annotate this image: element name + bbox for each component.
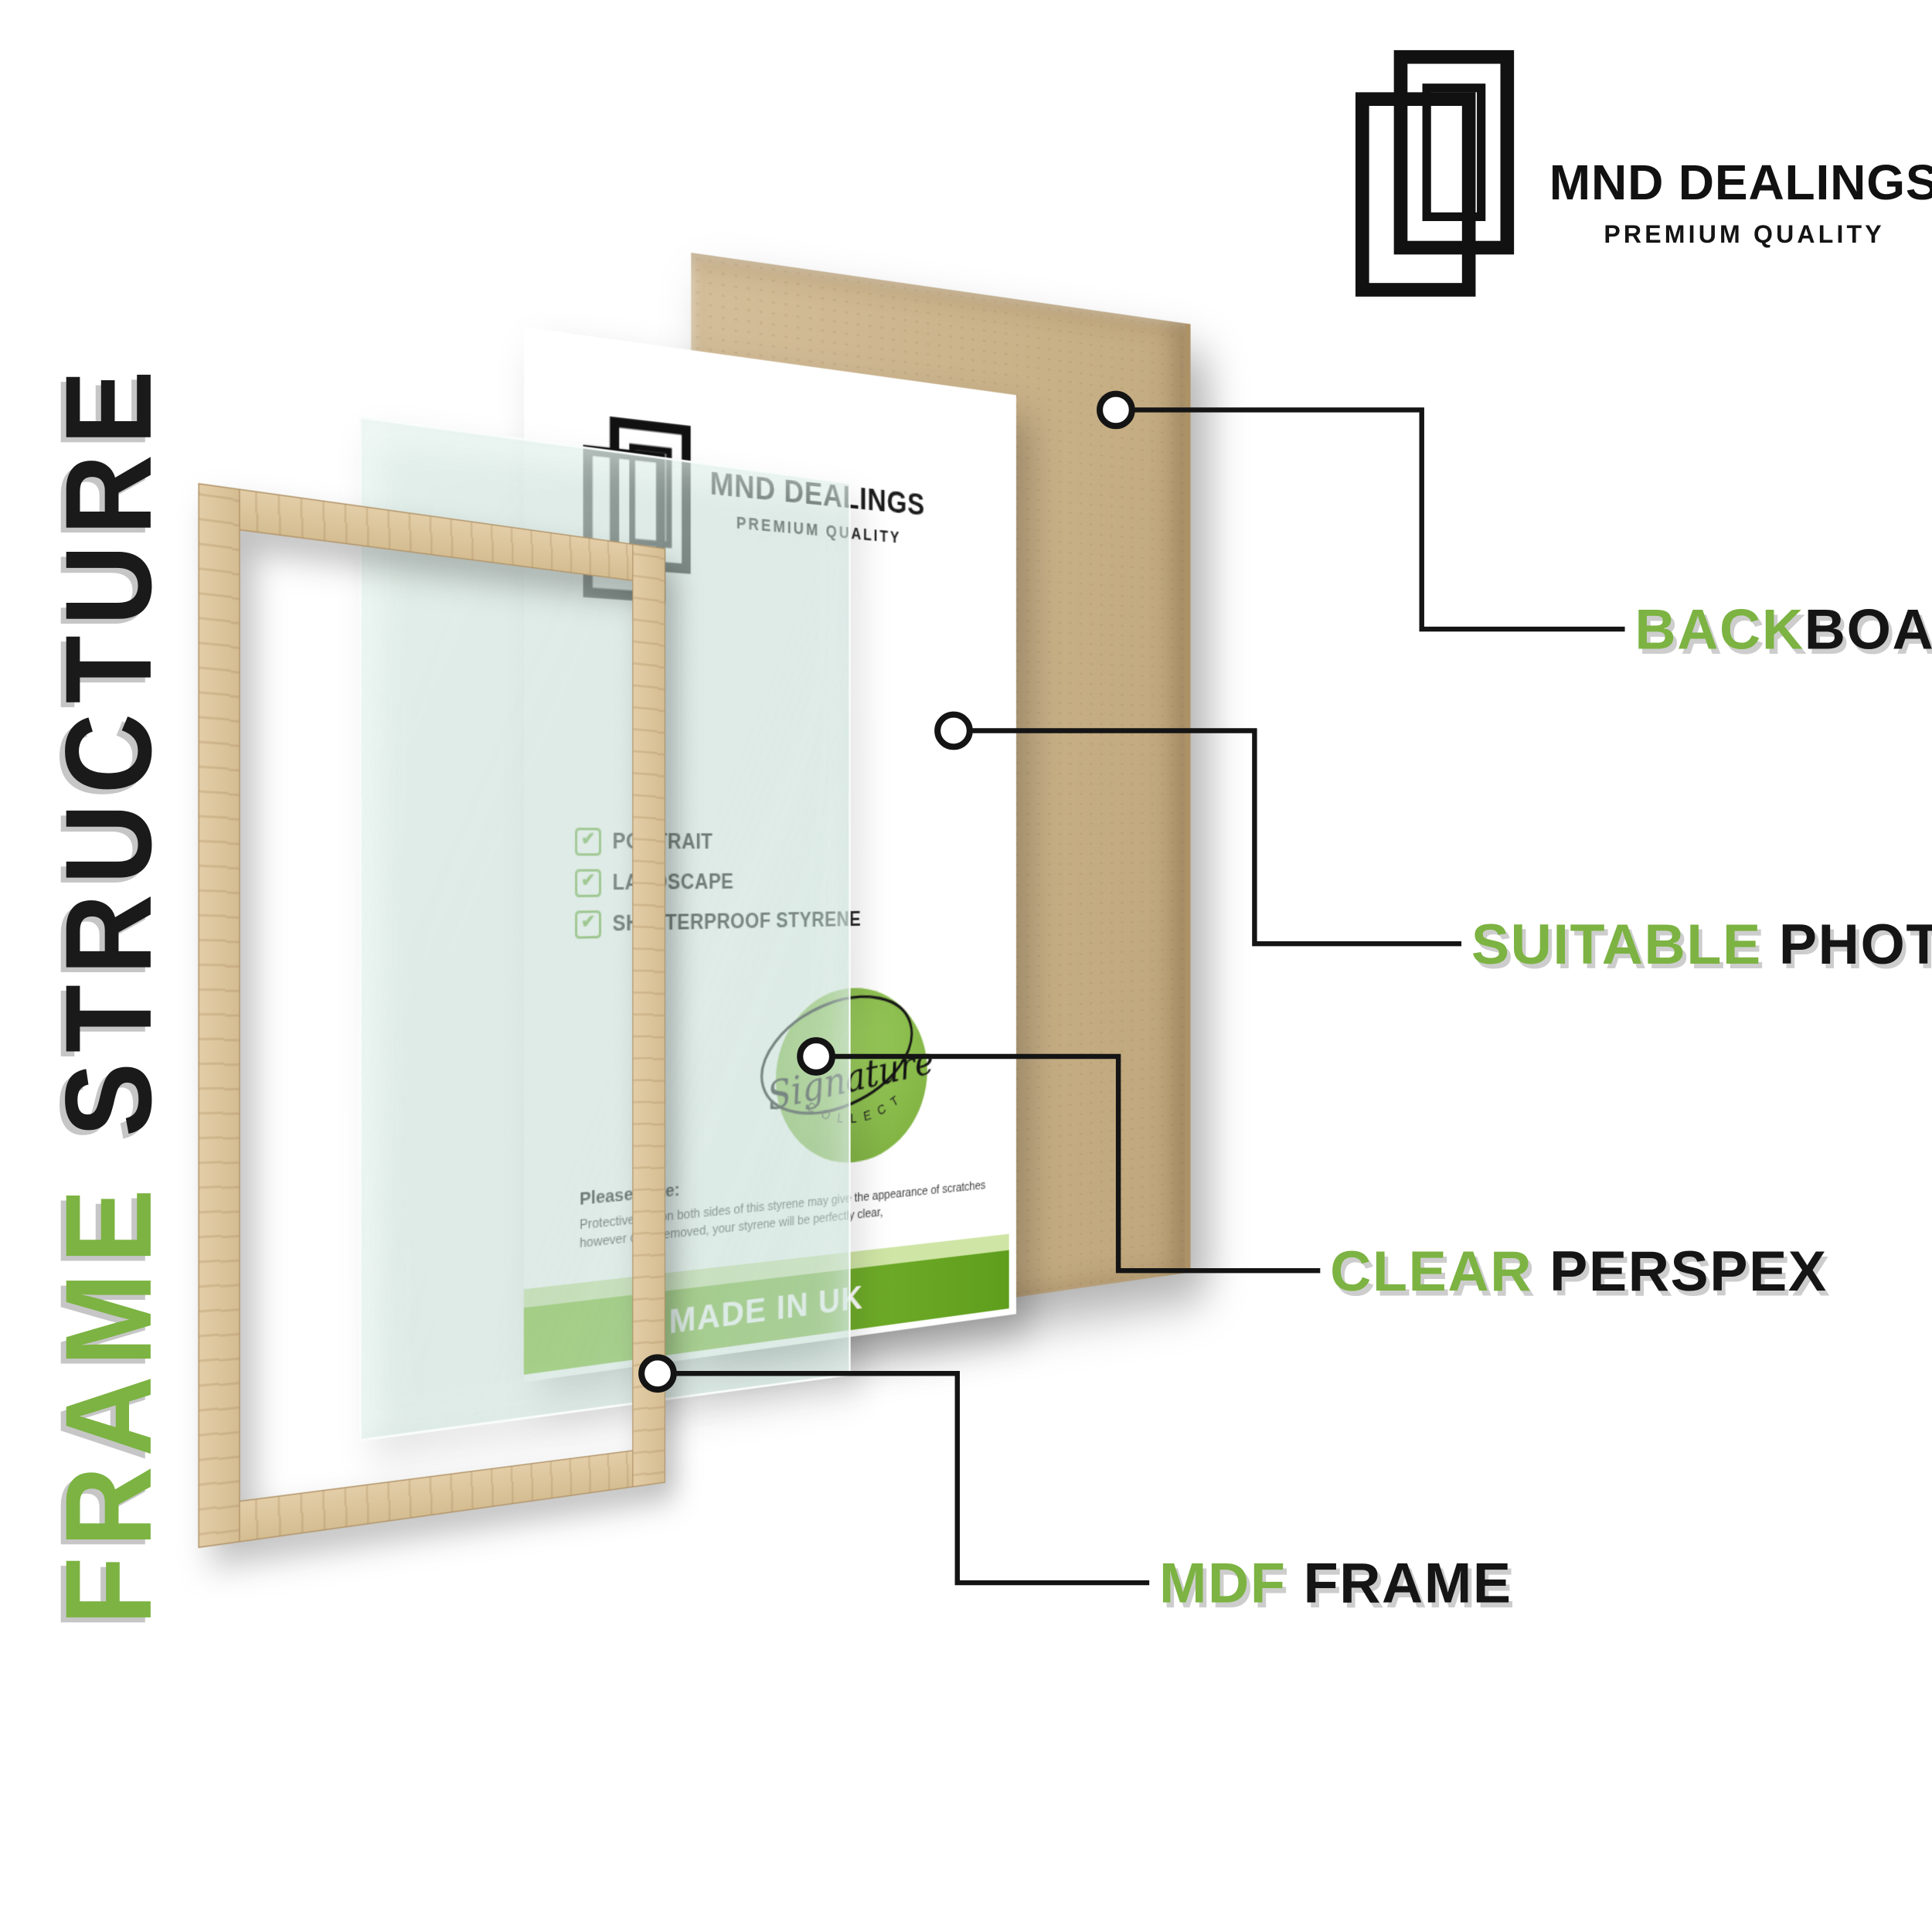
frame-right-bar — [632, 543, 665, 1488]
mdf-frame-layer — [198, 482, 665, 1549]
label-green-part: MDF — [1158, 1550, 1304, 1615]
callout-label-clear-perspex: CLEAR PERSPEX — [1330, 1237, 1828, 1304]
side-title-frame-word: FRAME — [41, 1179, 179, 1625]
callout-label-mdf-frame: MDF FRAME — [1159, 1549, 1512, 1617]
logo-back-frame-outline — [1355, 92, 1476, 297]
frame-bottom-bar — [198, 1445, 665, 1549]
side-title: FRAME STRUCTURE — [42, 360, 178, 1624]
frame-left-bar — [198, 482, 240, 1549]
logo-inner-frame-outline — [1422, 83, 1486, 222]
brand-text-block: MND DEALINGS PREMIUM QUALITY — [1549, 156, 1932, 250]
label-green-part: SUITABLE — [1471, 911, 1779, 976]
callout-label-suitable-photo: SUITABLE PHOTO — [1471, 910, 1932, 978]
label-green-part: CLEAR — [1330, 1238, 1550, 1303]
callout-label-backboard: BACKBOARD — [1634, 596, 1932, 663]
label-black-part: FRAME — [1303, 1550, 1512, 1615]
brand-block: MND DEALINGS PREMIUM QUALITY — [1354, 47, 1932, 345]
label-black-part: PHOTO — [1778, 911, 1932, 976]
label-black-part: BOARD — [1804, 597, 1932, 662]
label-green-part: BACK — [1634, 597, 1804, 662]
callout-line-backboard — [1131, 407, 1625, 632]
brand-tagline: PREMIUM QUALITY — [1604, 221, 1885, 250]
callout-line-frame — [673, 1371, 1150, 1586]
logo-front-frame-outline — [1393, 49, 1515, 255]
side-title-structure-word: STRUCTURE — [41, 360, 179, 1138]
label-black-part: PERSPEX — [1549, 1238, 1828, 1303]
brand-name: MND DEALINGS — [1549, 155, 1932, 211]
mnd-frames-logo-icon — [1355, 49, 1515, 297]
